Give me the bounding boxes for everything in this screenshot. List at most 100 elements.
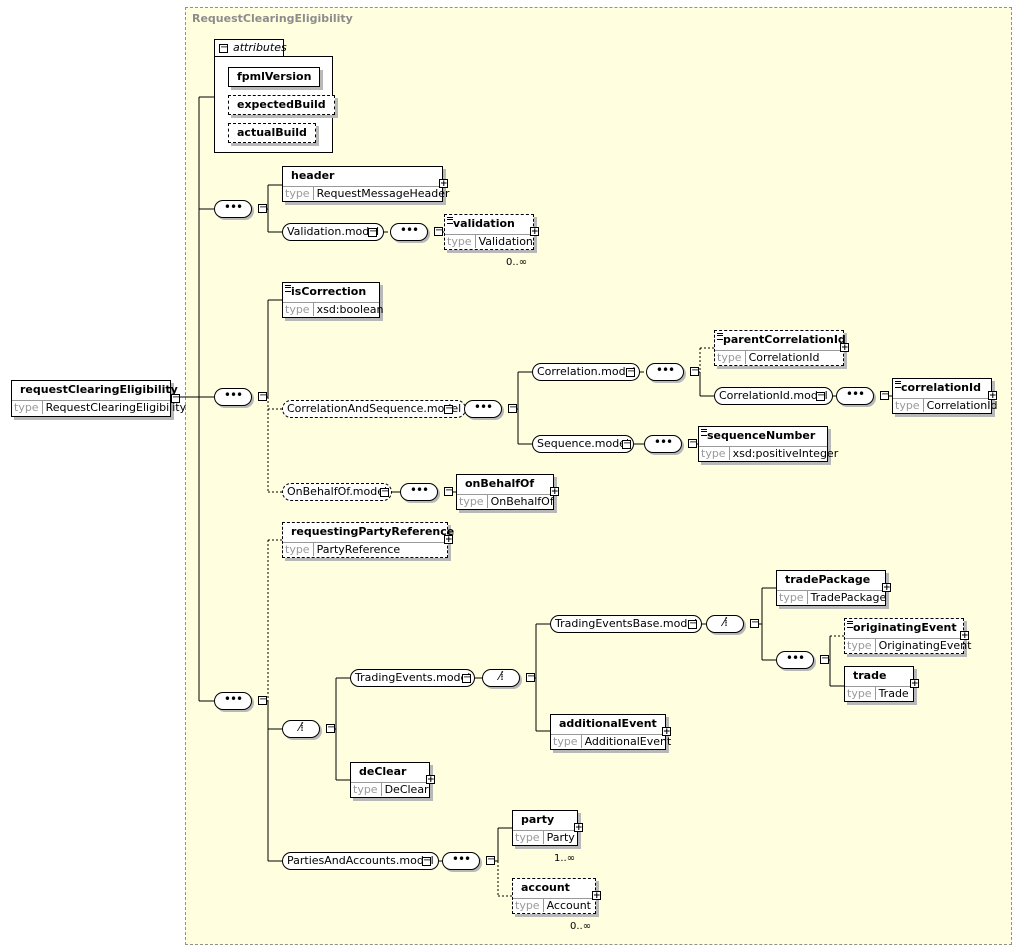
expand-icon[interactable]: +: [910, 679, 919, 689]
expand-icon[interactable]: +: [988, 391, 997, 401]
collapse-icon[interactable]: −: [690, 365, 699, 376]
collapse-icon[interactable]: −: [880, 389, 889, 400]
collapse-icon[interactable]: −: [820, 653, 829, 664]
expand-icon[interactable]: +: [840, 343, 849, 353]
collapse-icon[interactable]: −: [171, 392, 181, 403]
collapse-icon[interactable]: −: [462, 672, 472, 683]
collapse-icon[interactable]: −: [422, 855, 432, 866]
choice-compositor-trading-events[interactable]: ⁄⁞−: [482, 669, 535, 687]
attribute-fpmlversion[interactable]: fpmlVersion: [228, 67, 321, 87]
expand-icon[interactable]: +: [592, 891, 601, 901]
expand-icon[interactable]: +: [574, 823, 583, 833]
collapse-icon[interactable]: −: [508, 402, 517, 413]
expand-icon[interactable]: +: [444, 535, 453, 545]
element-name: tradePackage: [785, 573, 871, 586]
sequence-compositor-on-behalf-of[interactable]: •••−: [400, 483, 453, 501]
element-name: account: [521, 881, 570, 894]
documentation-icon: [717, 333, 723, 340]
element-name: validation: [453, 217, 515, 230]
expand-icon[interactable]: +: [550, 487, 559, 497]
group-sequence-model[interactable]: Sequence.model: [532, 435, 635, 453]
collapse-icon[interactable]: −: [258, 202, 267, 213]
choice-compositor-1[interactable]: ⁄⁞−: [282, 720, 335, 738]
collapse-icon[interactable]: −: [526, 671, 535, 682]
documentation-icon: [285, 285, 291, 292]
element-type: PartyReference: [316, 543, 401, 556]
collapse-icon[interactable]: −: [486, 854, 495, 865]
group-validation-model[interactable]: Validation.model: [282, 223, 385, 241]
collapse-icon[interactable]: −: [219, 42, 229, 53]
region-title: RequestClearingEligibility: [192, 12, 353, 25]
element-name: parentCorrelationId: [723, 333, 846, 346]
attributes-tab[interactable]: − attributes: [214, 39, 287, 57]
group-parties-and-accounts-model[interactable]: PartiesAndAccounts.model: [282, 852, 439, 870]
attribute-expectedbuild[interactable]: expectedBuild: [228, 95, 335, 115]
element-type: AdditionalEvent: [584, 735, 672, 748]
collapse-icon[interactable]: −: [326, 722, 335, 733]
group-trading-events-base-model[interactable]: TradingEventsBase.model: [550, 615, 703, 633]
group-on-behalf-of-model[interactable]: OnBehalfOf.model: [282, 483, 393, 501]
collapse-icon[interactable]: −: [688, 437, 697, 448]
attribute-actualbuild[interactable]: actualBuild: [228, 123, 316, 143]
sequence-compositor-parties[interactable]: •••−: [442, 852, 495, 870]
group-correlation-and-sequence-model[interactable]: CorrelationAndSequence.model: [282, 400, 467, 418]
expand-icon[interactable]: +: [662, 727, 671, 737]
documentation-icon: [895, 381, 901, 388]
collapse-icon[interactable]: −: [444, 485, 453, 496]
type-keyword: type: [515, 899, 544, 912]
cardinality-account: 0..∞: [570, 921, 592, 932]
sequence-compositor-1[interactable]: •••−: [214, 200, 267, 218]
expand-icon[interactable]: +: [426, 775, 435, 785]
element-name: originatingEvent: [853, 621, 957, 634]
group-trading-events-model[interactable]: TradingEvents.model: [350, 669, 476, 687]
collapse-icon[interactable]: −: [368, 226, 378, 237]
sequence-compositor-trade[interactable]: •••−: [776, 651, 829, 669]
collapse-icon[interactable]: −: [258, 694, 267, 705]
collapse-icon[interactable]: −: [622, 438, 632, 449]
type-keyword: type: [717, 351, 746, 364]
collapse-icon[interactable]: −: [626, 366, 636, 377]
element-name: sequenceNumber: [707, 429, 816, 442]
attributes-label: attributes: [233, 41, 287, 54]
collapse-icon[interactable]: −: [688, 618, 698, 629]
sequence-compositor-2[interactable]: •••−: [214, 388, 267, 406]
collapse-icon[interactable]: −: [816, 390, 826, 401]
collapse-icon[interactable]: −: [444, 403, 454, 414]
group-correlation-model[interactable]: Correlation.model: [532, 363, 641, 381]
element-type: Party: [546, 831, 575, 844]
sequence-compositor-corr-seq[interactable]: •••−: [464, 400, 517, 418]
expand-icon[interactable]: +: [882, 583, 891, 593]
sequence-compositor-correlation[interactable]: •••−: [646, 363, 699, 381]
collapse-icon[interactable]: −: [434, 225, 443, 236]
collapse-icon[interactable]: −: [258, 390, 267, 401]
collapse-icon[interactable]: −: [750, 617, 759, 628]
element-type: RequestMessageHeader: [316, 187, 450, 200]
root-element-type: RequestClearingEligibility: [45, 401, 187, 414]
expand-icon[interactable]: +: [960, 631, 969, 641]
group-correlation-id-model[interactable]: CorrelationId.model: [714, 387, 833, 405]
sequence-compositor-validation[interactable]: •••−: [390, 223, 443, 241]
sequence-compositor-3[interactable]: •••−: [214, 692, 267, 710]
choice-compositor-trading-events-base[interactable]: ⁄⁞−: [706, 615, 759, 633]
sequence-compositor-correlation-id[interactable]: •••−: [836, 387, 889, 405]
collapse-icon[interactable]: −: [380, 486, 390, 497]
expand-icon[interactable]: +: [530, 227, 539, 237]
sequence-compositor-sequence[interactable]: •••−: [644, 435, 697, 453]
expand-icon[interactable]: +: [439, 179, 448, 189]
